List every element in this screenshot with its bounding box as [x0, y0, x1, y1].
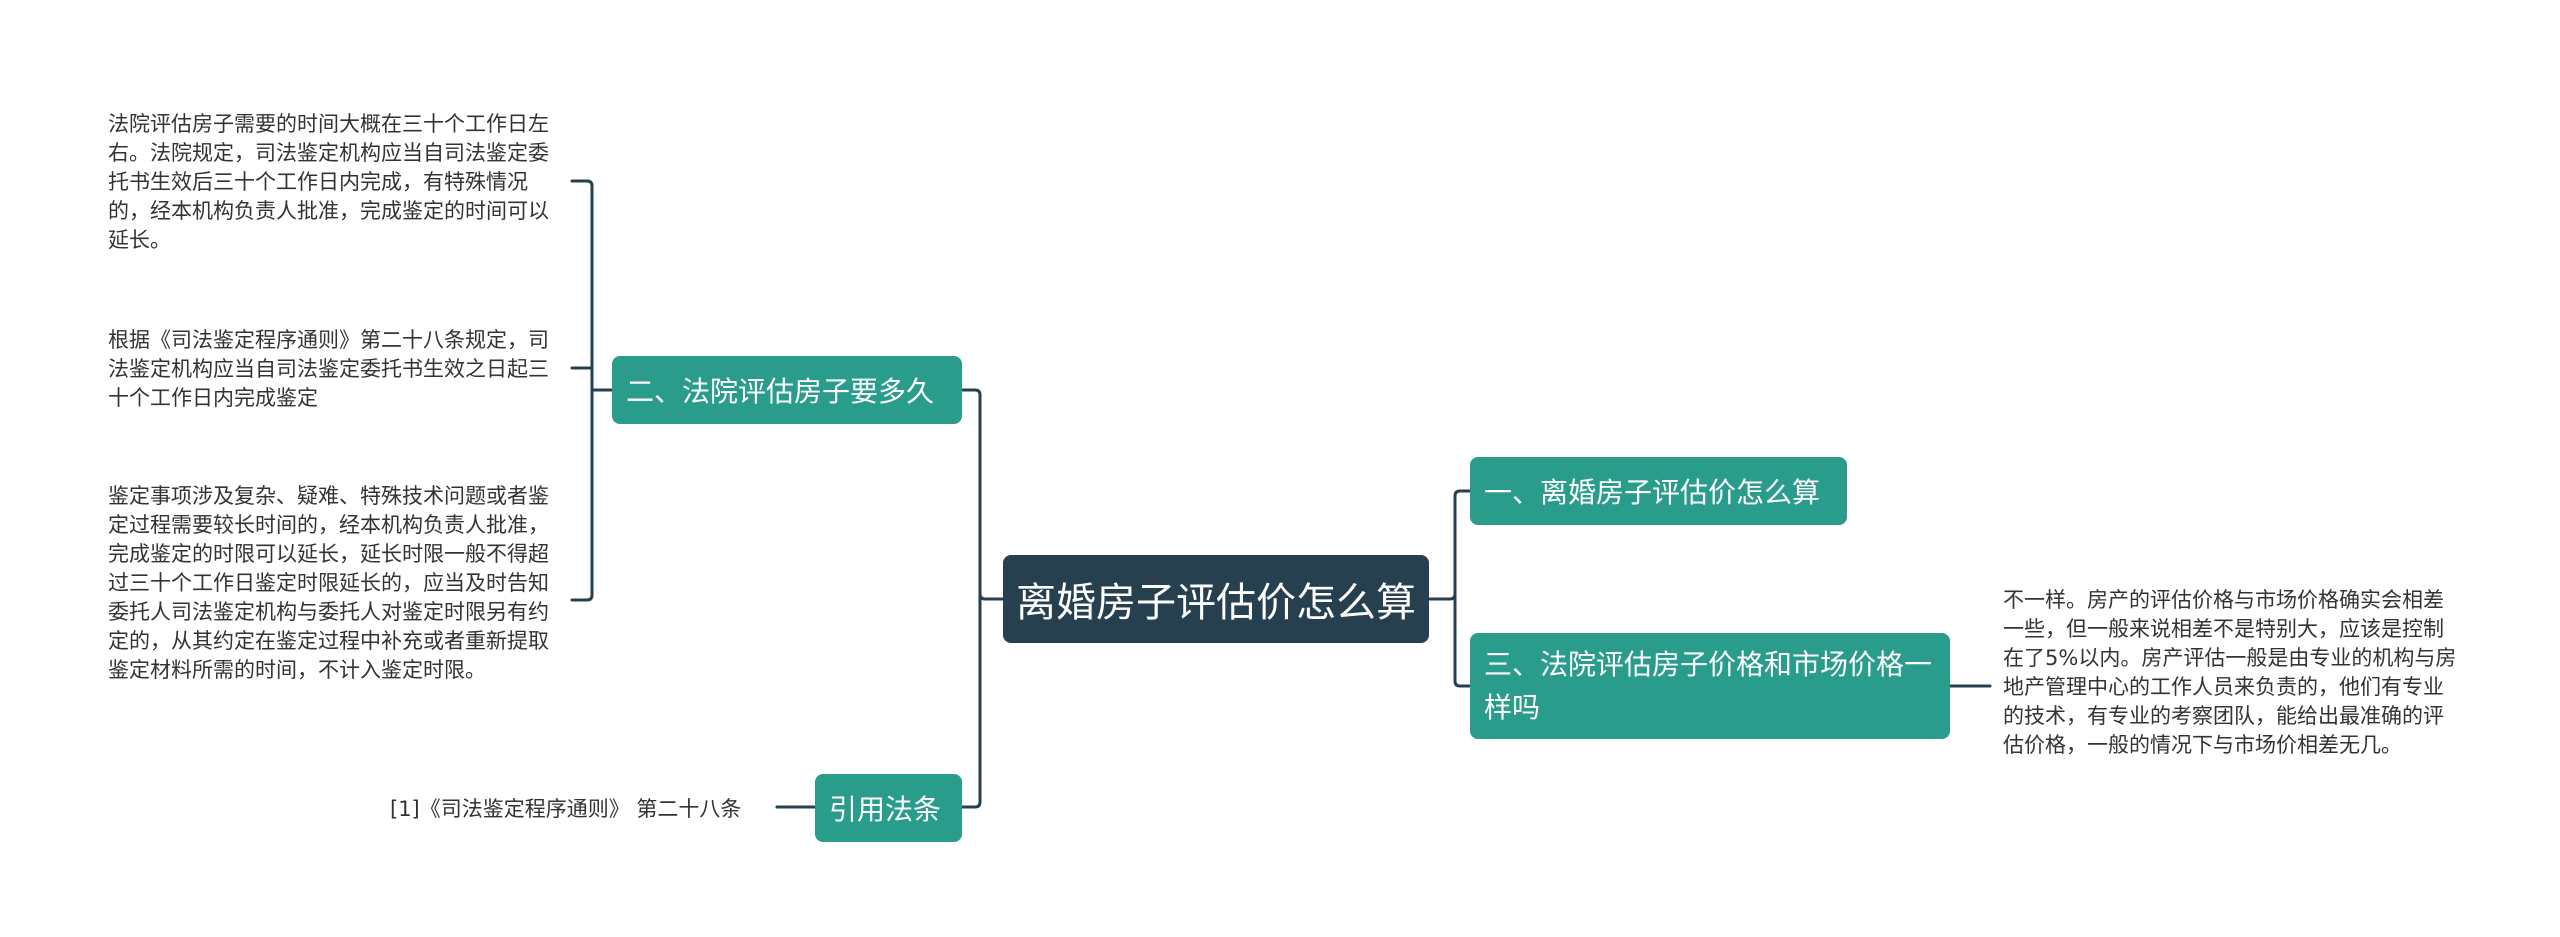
- branch-label: 引用法条: [829, 793, 942, 826]
- leaf-text-price-comparison: 不一样。房产的评估价格与市场价格确实会相差一些，但一般来说相差不是特别大，应该是…: [2003, 588, 2457, 757]
- root-node[interactable]: 离婚房子评估价怎么算: [1003, 555, 1429, 643]
- branch-how-to-calc-value[interactable]: 一、离婚房子评估价怎么算: [1470, 457, 1847, 525]
- leaf-text-appraisal-time: 法院评估房子需要的时间大概在三十个工作日左右。法院规定，司法鉴定机构应当自司法鉴…: [108, 112, 549, 252]
- root-label: 离婚房子评估价怎么算: [1016, 580, 1416, 626]
- branch-court-appraisal-time[interactable]: 二、法院评估房子要多久: [612, 356, 962, 424]
- branch-label: 三、法院评估房子价格和市场价格一样吗: [1484, 648, 1933, 724]
- branch-cited-law[interactable]: 引用法条: [815, 774, 962, 842]
- branch-label: 一、离婚房子评估价怎么算: [1484, 476, 1821, 509]
- leaf-text-extension: 鉴定事项涉及复杂、疑难、特殊技术问题或者鉴定过程需要较长时间的，经本机构负责人批…: [108, 484, 549, 682]
- branch-label: 二、法院评估房子要多久: [626, 375, 935, 408]
- leaf-text-regulation-28: 根据《司法鉴定程序通则》第二十八条规定，司法鉴定机构应当自司法鉴定委托书生效之日…: [108, 328, 549, 410]
- branch-price-vs-market[interactable]: 三、法院评估房子价格和市场价格一样吗: [1470, 633, 1950, 739]
- leaf-citation[interactable]: [1]《司法鉴定程序通则》 第二十八条: [390, 797, 742, 821]
